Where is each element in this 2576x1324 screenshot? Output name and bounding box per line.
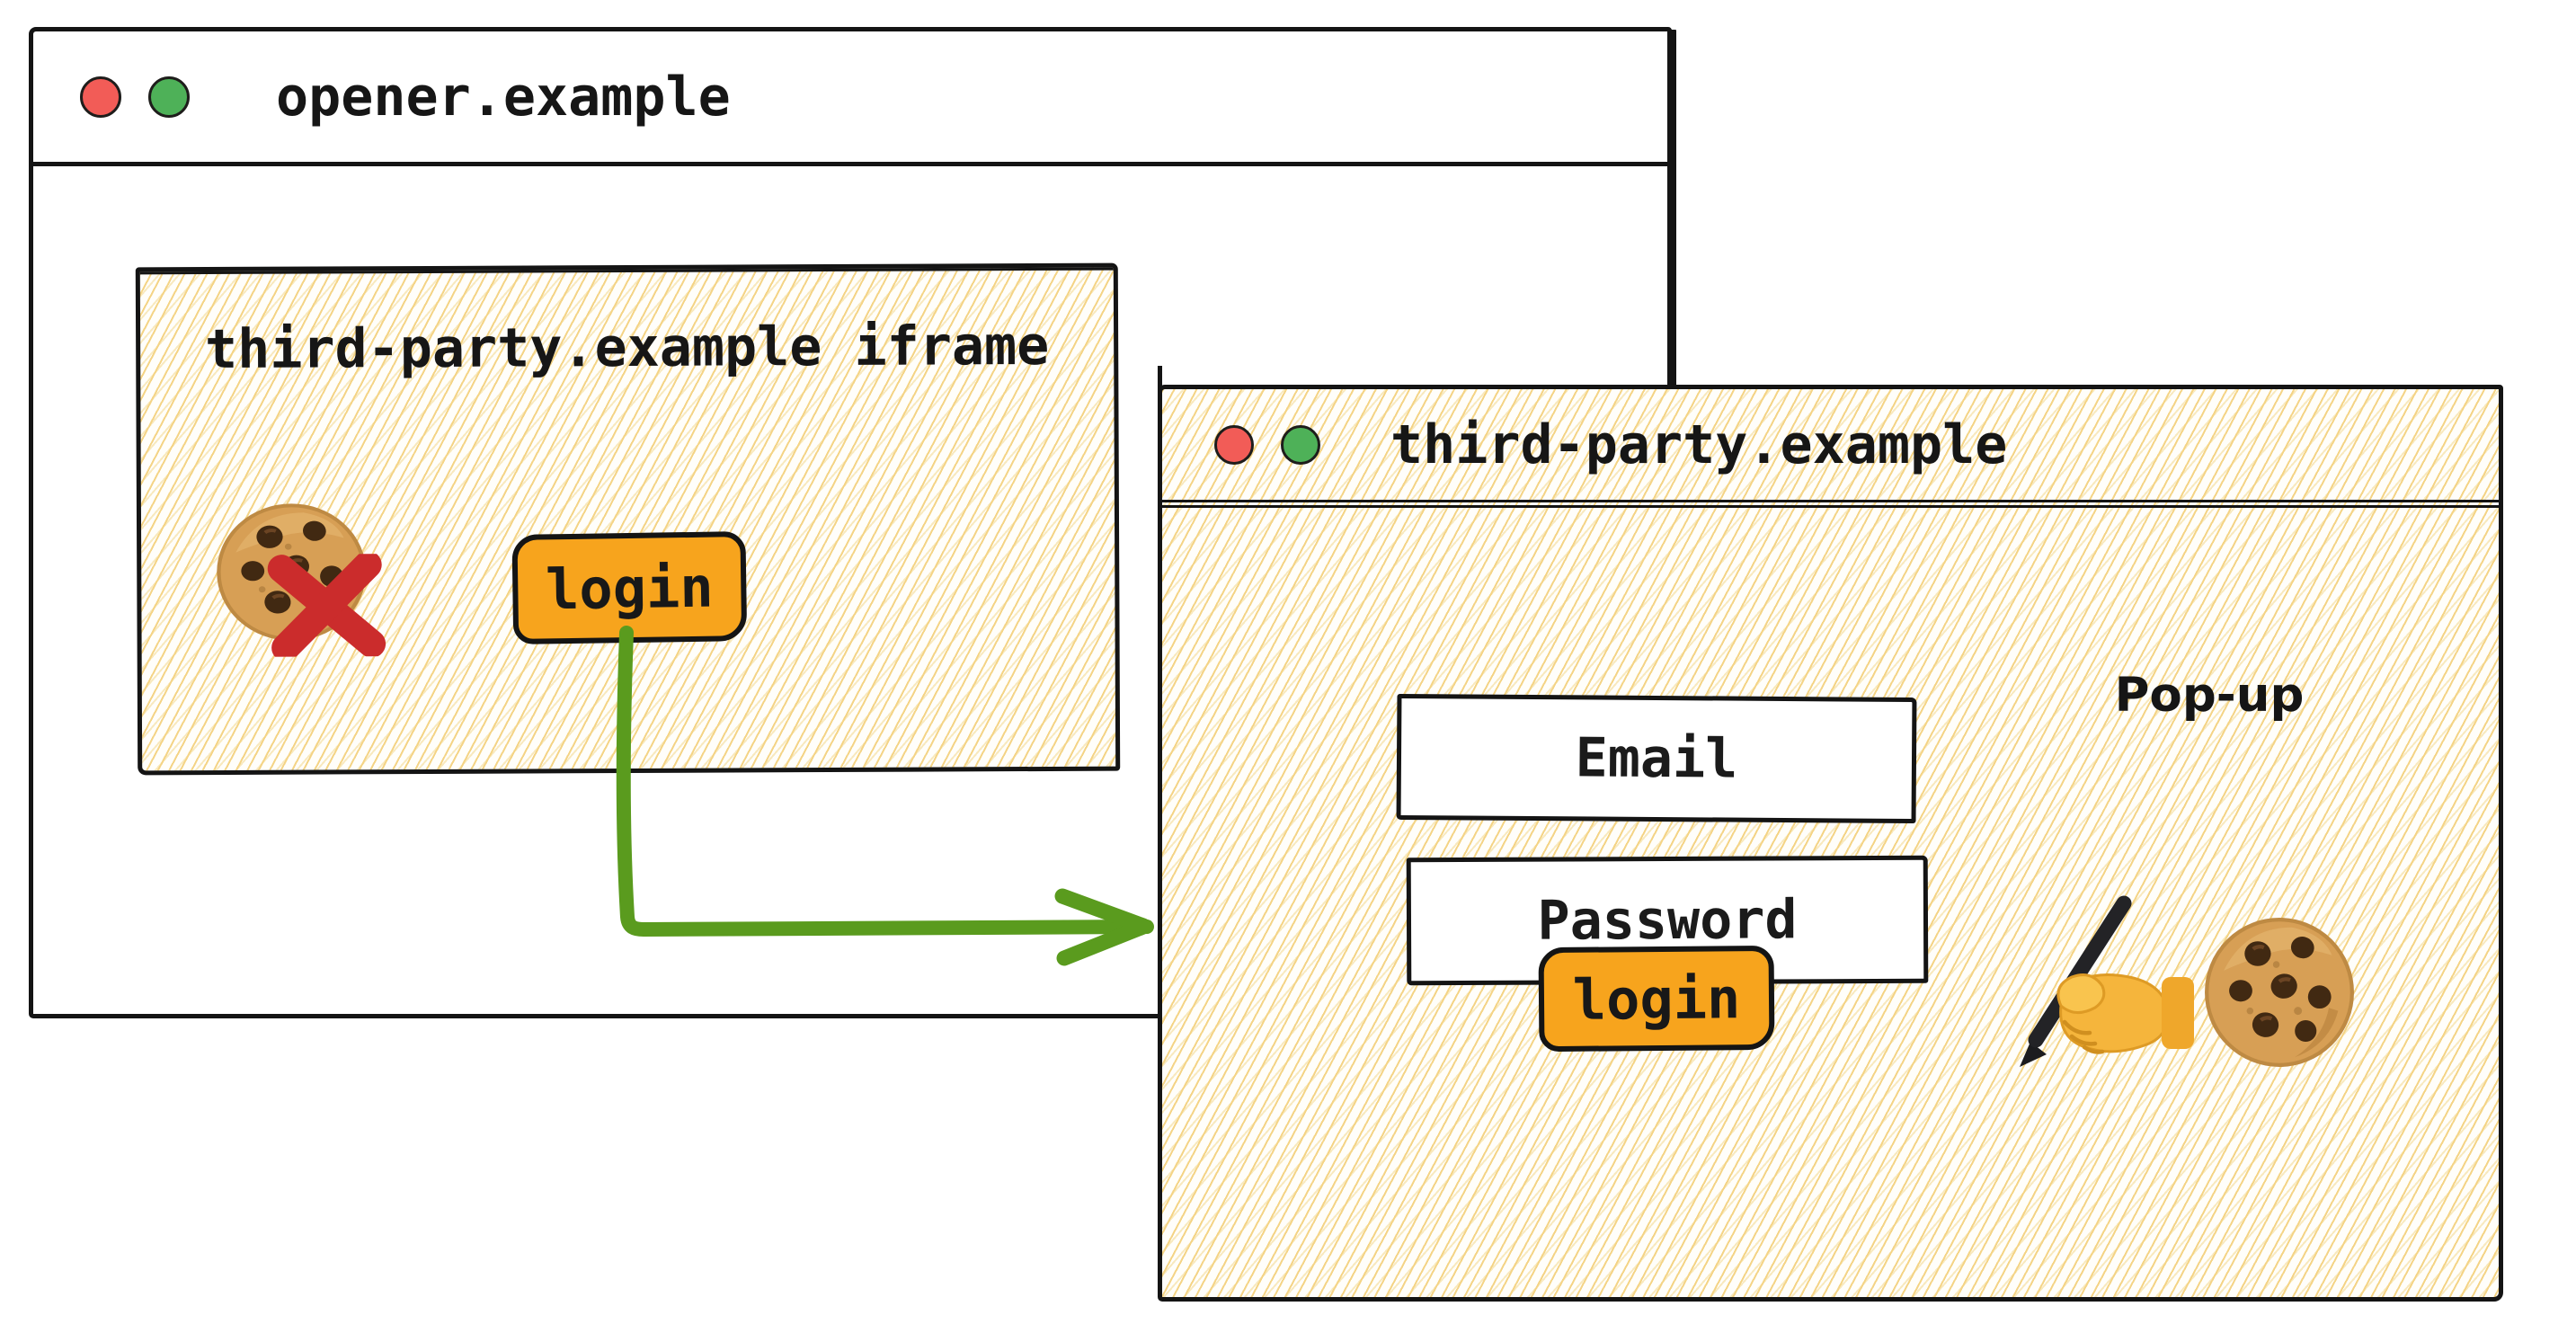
writing-hand-icon [2016, 891, 2196, 1071]
red-dot-icon [80, 76, 121, 118]
popup-window: third-party.example Email Password login… [1158, 366, 2503, 1302]
sketch-line [1158, 366, 1162, 396]
cookie-icon [2202, 915, 2357, 1070]
green-dot-icon [148, 76, 190, 118]
email-input[interactable]: Email [1396, 693, 1917, 824]
popup-window-title: third-party.example [1390, 413, 2008, 476]
opener-titlebar: opener.example [33, 31, 1667, 166]
opener-window-title: opener.example [276, 65, 731, 129]
third-party-iframe-panel: third-party.example iframe login [135, 262, 1121, 776]
popup-caption: Pop-up [2114, 668, 2305, 723]
blocked-cross-icon [265, 554, 387, 657]
red-dot-icon [1214, 424, 1254, 465]
popup-login-button[interactable]: login [1538, 945, 1775, 1053]
green-dot-icon [1281, 424, 1320, 465]
popup-titlebar: third-party.example [1162, 389, 2499, 508]
iframe-title: third-party.example iframe [204, 314, 1050, 382]
login-to-popup-arrow-icon [539, 611, 1186, 1007]
